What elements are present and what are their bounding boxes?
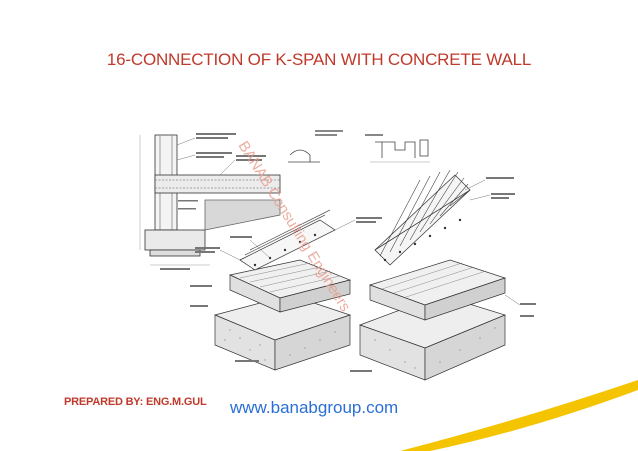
isometric-left-notes: [190, 217, 382, 362]
prepared-by-label: PREPARED BY: ENG.M.GUL: [64, 396, 207, 408]
isometric-view-right: [358, 169, 521, 381]
connection-detail-small: [288, 130, 343, 163]
technical-drawing: BANAB Consulting Engineers: [139, 130, 536, 381]
isometric-right-notes: [350, 177, 536, 372]
slide-title: 16-CONNECTION OF K-SPAN WITH CONCRETE WA…: [106, 50, 532, 69]
website-link[interactable]: www.banabgroup.com: [230, 398, 399, 417]
panel-profile-detail: [365, 134, 430, 163]
wall-section-view: [139, 134, 281, 266]
wall-section-notes: [160, 133, 266, 270]
isometric-view-left: [213, 209, 356, 371]
